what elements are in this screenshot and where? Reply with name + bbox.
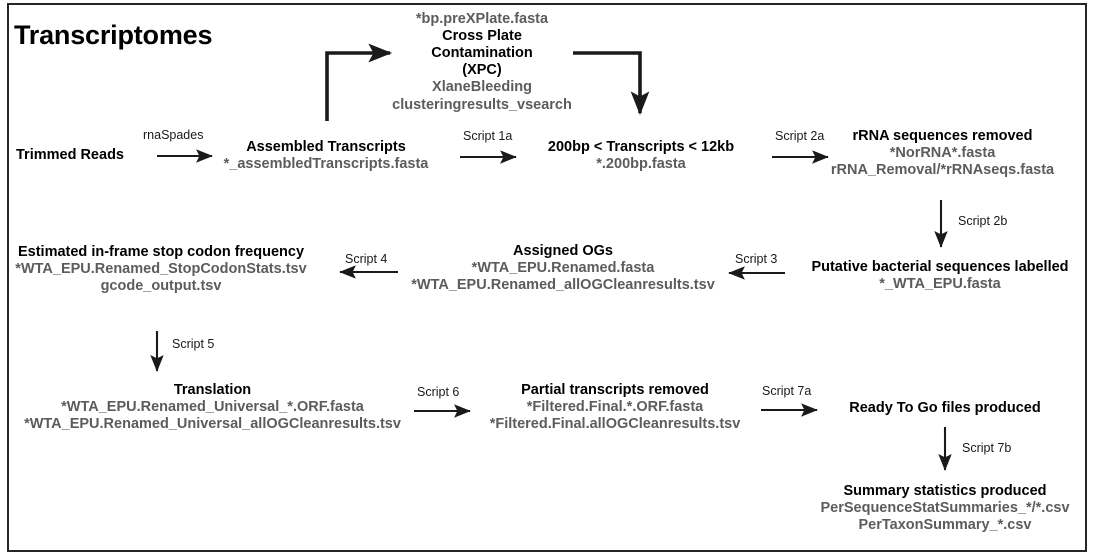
node-assembled-transcripts: Assembled Transcripts *_assembledTranscr… [200, 139, 452, 173]
arrow-label-script3: Script 3 [735, 252, 778, 266]
node-heading: Putative bacterial sequences labelled [811, 259, 1069, 275]
node-prefile: *bp.preXPlate.fasta [415, 11, 549, 27]
node-heading: Ready To Go files produced [849, 400, 1041, 416]
node-heading-line2: Contamination [431, 45, 533, 62]
node-file: *_assembledTranscripts.fasta [223, 156, 429, 173]
node-rrna-removed: rRNA sequences removed *NorRNA*.fasta rR… [825, 128, 1060, 179]
arrow-label-script6: Script 6 [417, 385, 460, 399]
arrow-label-rnaspades: rnaSpades [143, 128, 204, 142]
node-file: XlaneBleeding [432, 79, 532, 96]
node-file: PerTaxonSummary_*.csv [858, 517, 1032, 534]
node-file: *WTA_EPU.Renamed_Universal_allOGCleanres… [24, 416, 401, 433]
arrow-label-script2b: Script 2b [958, 214, 1008, 228]
node-stop-codon-frequency: Estimated in-frame stop codon frequency … [0, 244, 322, 295]
node-file: *.200bp.fasta [596, 156, 686, 173]
node-file: *Filtered.Final.allOGCleanresults.tsv [489, 416, 741, 433]
node-file: rRNA_Removal/*rRNAseqs.fasta [830, 162, 1055, 179]
node-file: gcode_output.tsv [100, 278, 222, 295]
node-heading: Assembled Transcripts [246, 139, 406, 155]
node-file: *_WTA_EPU.fasta [879, 276, 1001, 293]
arrow-label-script2a: Script 2a [775, 129, 825, 143]
node-file: *WTA_EPU.Renamed_StopCodonStats.tsv [15, 261, 307, 278]
arrow-label-script1a: Script 1a [463, 129, 513, 143]
node-heading: 200bp < Transcripts < 12kb [547, 139, 735, 155]
node-file: *WTA_EPU.Renamed_allOGCleanresults.tsv [411, 277, 715, 294]
node-file: *WTA_EPU.Renamed.fasta [471, 260, 655, 277]
node-heading: Trimmed Reads [16, 147, 124, 163]
node-file: *WTA_EPU.Renamed_Universal_*.ORF.fasta [61, 399, 364, 416]
node-summary-statistics: Summary statistics produced PerSequenceS… [795, 483, 1095, 534]
arrow-label-script7b: Script 7b [962, 441, 1012, 455]
arrow-label-script4: Script 4 [345, 252, 388, 266]
node-file: *NorRNA*.fasta [889, 145, 996, 162]
arrow-label-script5: Script 5 [172, 337, 215, 351]
node-heading: Estimated in-frame stop codon frequency [17, 244, 305, 260]
arrow-label-script7a: Script 7a [762, 384, 812, 398]
node-heading: rRNA sequences removed [852, 128, 1033, 144]
node-heading: Partial transcripts removed [521, 382, 709, 398]
node-trimmed-reads: Trimmed Reads [0, 147, 140, 164]
node-length-filter: 200bp < Transcripts < 12kb *.200bp.fasta [527, 139, 755, 173]
node-cross-plate-contamination: *bp.preXPlate.fasta Cross Plate Contamin… [382, 11, 582, 114]
node-ready-to-go: Ready To Go files produced [820, 400, 1070, 417]
node-heading-line3: (XPC) [462, 62, 502, 79]
node-file: PerSequenceStatSummaries_*/*.csv [820, 500, 1070, 517]
node-partial-removed: Partial transcripts removed *Filtered.Fi… [470, 382, 760, 433]
node-translation: Translation *WTA_EPU.Renamed_Universal_*… [0, 382, 425, 433]
node-heading: Summary statistics produced [843, 483, 1047, 499]
node-heading: Translation [173, 382, 252, 398]
node-file: *Filtered.Final.*.ORF.fasta [526, 399, 704, 416]
node-file: clusteringresults_vsearch [392, 96, 572, 113]
node-bacterial-labelled: Putative bacterial sequences labelled *_… [790, 259, 1090, 293]
node-assigned-ogs: Assigned OGs *WTA_EPU.Renamed.fasta *WTA… [406, 243, 720, 294]
node-heading: Assigned OGs [513, 243, 613, 259]
page-title: Transcriptomes [14, 20, 213, 50]
node-heading-line1: Cross Plate [442, 28, 522, 45]
diagram-frame [7, 3, 1087, 552]
